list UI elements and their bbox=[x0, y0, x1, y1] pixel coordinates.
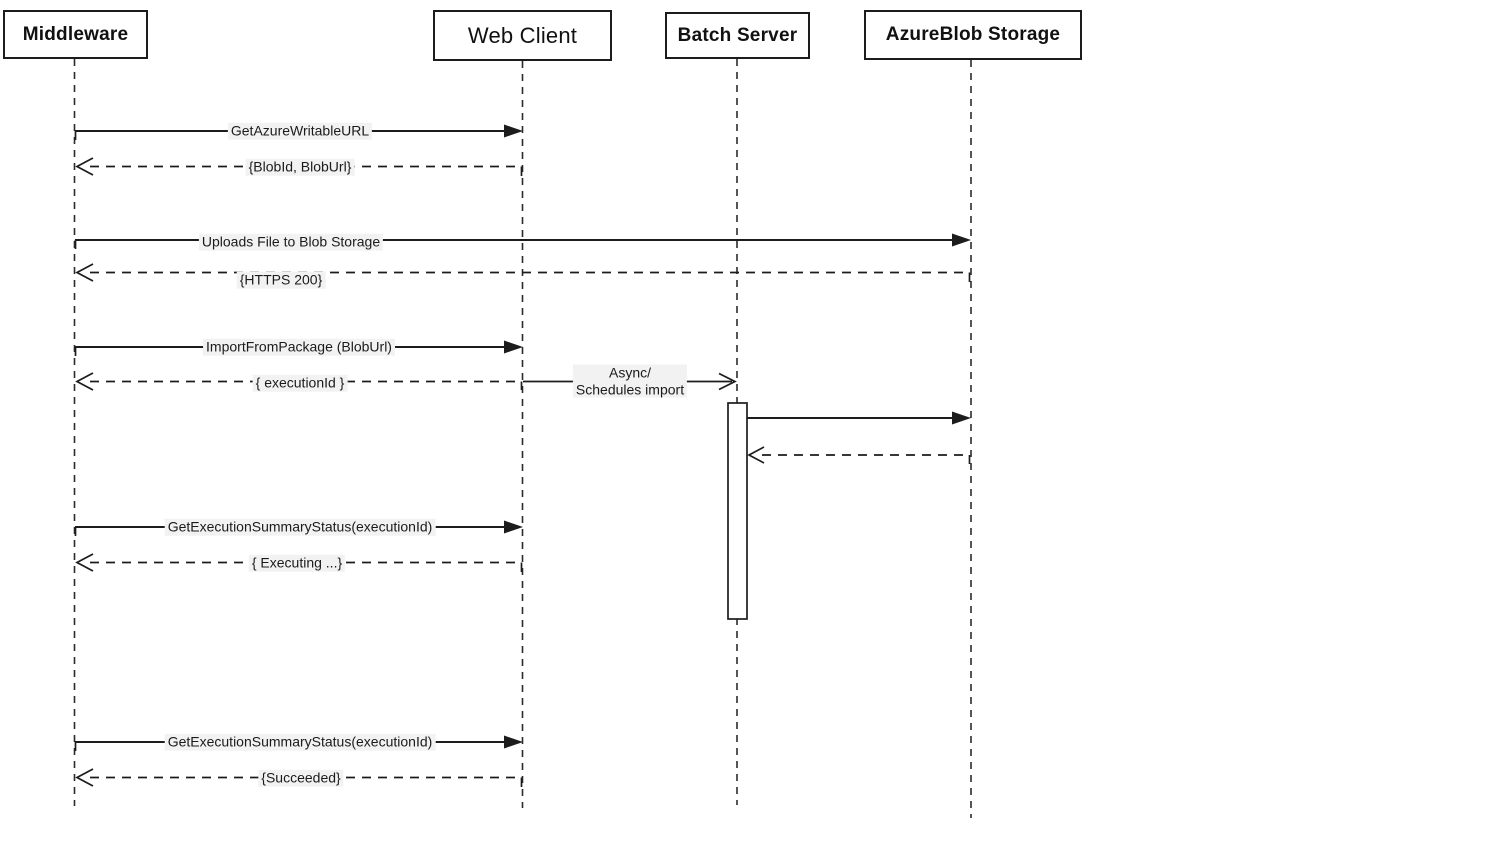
message-label-12: {Succeeded} bbox=[258, 769, 344, 787]
activation-bar-batch-server bbox=[727, 402, 748, 620]
open-arrowhead bbox=[75, 157, 94, 176]
message-label-0: GetAzureWritableURL bbox=[227, 122, 373, 140]
filled-arrowhead bbox=[504, 520, 523, 534]
message-arrow-3 bbox=[75, 263, 971, 282]
open-arrowhead bbox=[718, 372, 737, 391]
message-label-5: { executionId } bbox=[252, 374, 348, 392]
filled-arrowhead bbox=[504, 735, 523, 749]
participant-label: Web Client bbox=[467, 22, 578, 48]
participant-batch-server: Batch Server bbox=[665, 12, 810, 59]
open-arrowhead bbox=[75, 372, 94, 391]
message-label-9: GetExecutionSummaryStatus(executionId) bbox=[164, 518, 436, 536]
filled-arrowhead bbox=[504, 124, 523, 138]
message-label-6: Async/ Schedules import bbox=[572, 364, 688, 398]
participant-label: Batch Server bbox=[677, 24, 798, 46]
participant-web-client: Web Client bbox=[433, 10, 612, 61]
open-arrowhead bbox=[747, 446, 765, 464]
open-arrowhead bbox=[75, 768, 94, 787]
message-label-1: {BlobId, BlobUrl} bbox=[245, 158, 355, 176]
message-label-11: GetExecutionSummaryStatus(executionId) bbox=[164, 733, 436, 751]
message-label-3: {HTTPS 200} bbox=[236, 271, 326, 289]
message-arrow-8 bbox=[747, 446, 971, 464]
participant-label: Middleware bbox=[22, 23, 129, 45]
participant-middleware: Middleware bbox=[3, 10, 148, 59]
message-label-10: { Executing ...} bbox=[248, 554, 346, 572]
participant-azure-blob-storage: AzureBlob Storage bbox=[864, 10, 1082, 60]
open-arrowhead bbox=[75, 263, 94, 282]
filled-arrowhead bbox=[504, 340, 523, 354]
filled-arrowhead bbox=[952, 233, 971, 247]
message-arrow-7 bbox=[747, 411, 971, 425]
message-label-2: Uploads File to Blob Storage bbox=[198, 233, 384, 251]
filled-arrowhead bbox=[952, 411, 971, 425]
message-label-4: ImportFromPackage (BlobUrl) bbox=[203, 338, 395, 356]
participant-label: AzureBlob Storage bbox=[885, 24, 1061, 45]
open-arrowhead bbox=[75, 553, 94, 572]
